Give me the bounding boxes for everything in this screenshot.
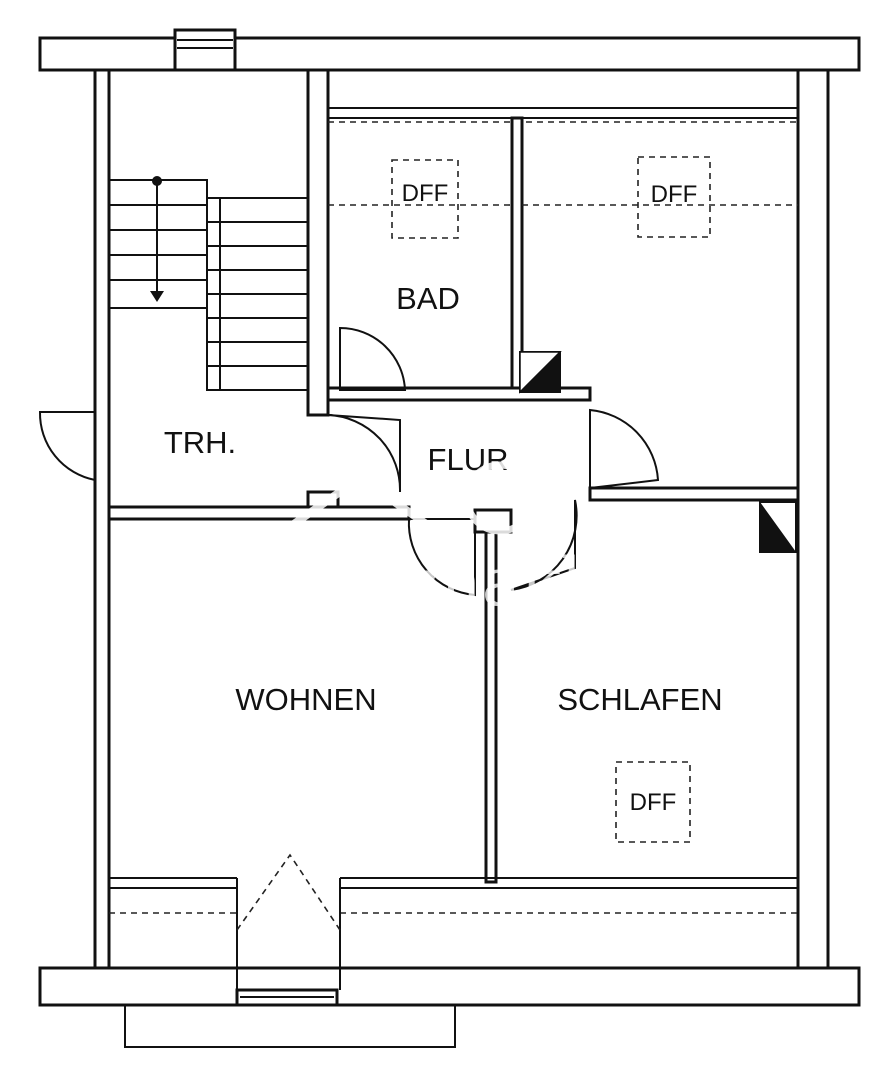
- door-bad: [339, 326, 407, 391]
- door-stair-flur: [327, 414, 402, 493]
- top-outer-wall: [38, 36, 861, 72]
- room-label-schlafen: SCHLAFEN: [557, 682, 722, 717]
- room-label-flur: FLUR: [428, 442, 509, 477]
- bottom-outer-wall: [38, 966, 861, 1007]
- left-outer-wall: [93, 68, 111, 970]
- skylight-north-label: DFF: [651, 181, 698, 208]
- watermark-text: ohne-makler: [233, 544, 653, 621]
- chimney: [173, 28, 237, 72]
- skylight-north: [637, 156, 711, 238]
- room-label-bad: BAD: [396, 281, 460, 316]
- wall-stair-wohnen: [107, 505, 411, 521]
- right-outer-wall: [796, 68, 830, 970]
- room-label-wohnen: WOHNEN: [235, 682, 376, 717]
- skylight-schlafen-label: DFF: [630, 789, 677, 816]
- door-north: [589, 408, 660, 490]
- shaft-marker-2: [760, 502, 796, 552]
- door-schlafen: [510, 499, 578, 591]
- staircase: [108, 176, 309, 391]
- stair-arrow-icon: [150, 291, 164, 302]
- watermark: ohne-makler: [233, 461, 653, 621]
- skylight-bad: [391, 159, 459, 239]
- door-wohnen: [407, 518, 476, 597]
- wall-stair-bad: [306, 68, 330, 417]
- skylight-bad-label: DFF: [402, 180, 449, 207]
- room-label-trh: TRH.: [164, 425, 236, 460]
- dormer-outline: [236, 853, 341, 931]
- balcony-slab: [124, 1004, 456, 1048]
- door-trh: [38, 411, 96, 482]
- skylight-schlafen: [615, 761, 691, 843]
- wall-north-schlafen: [588, 486, 800, 502]
